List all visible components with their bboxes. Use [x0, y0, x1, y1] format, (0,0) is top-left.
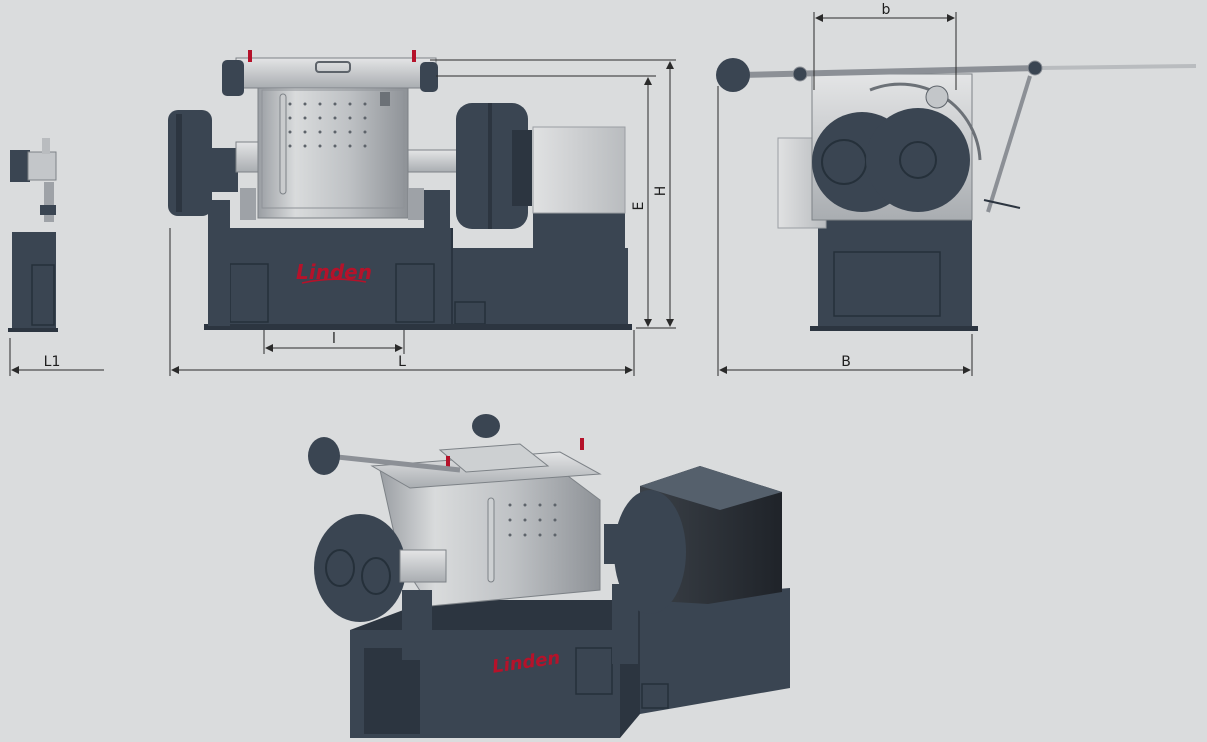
dim-label-B: B — [841, 354, 851, 370]
side-view — [8, 138, 58, 332]
isometric-view: Linden — [308, 414, 790, 738]
dimension-lines — [9, 12, 973, 376]
dim-label-L1: L1 — [44, 354, 61, 370]
dim-label-L: L — [398, 354, 406, 370]
dim-label-l: l — [332, 331, 336, 347]
dimension-labels: L1 l L E H b B — [44, 2, 891, 370]
dim-label-H: H — [653, 186, 669, 197]
bolt-grid — [288, 102, 367, 148]
front-view: Linden — [168, 50, 632, 330]
end-view — [716, 58, 1197, 331]
dim-label-b: b — [882, 2, 891, 18]
dim-label-E: E — [631, 202, 647, 211]
